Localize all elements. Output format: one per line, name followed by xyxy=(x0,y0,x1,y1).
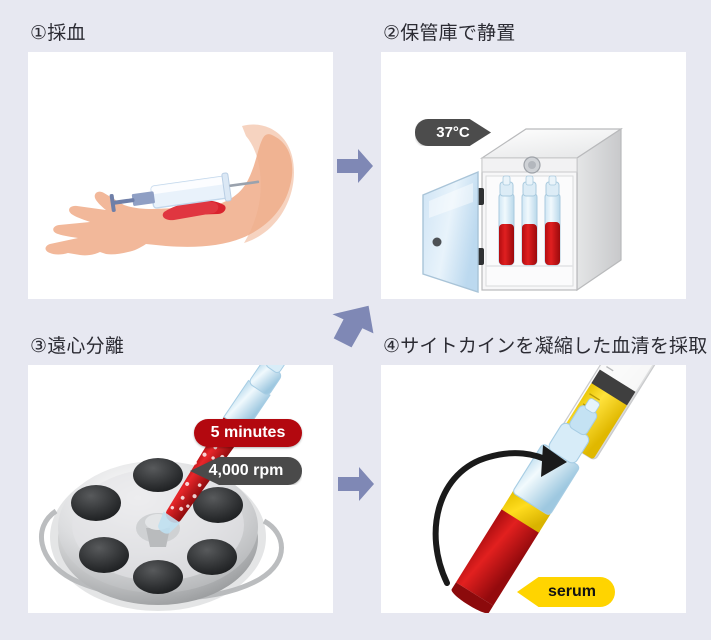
temperature-badge: 37°C xyxy=(415,119,491,146)
panel-3-card: 5 minutes 4,000 rpm xyxy=(28,365,333,613)
arm-with-syringe-blood-draw-illustration xyxy=(45,124,294,256)
serum-transfer-illustration xyxy=(432,365,661,613)
duration-badge-label: 5 minutes xyxy=(210,424,286,441)
speed-badge: 4,000 rpm xyxy=(190,457,302,485)
panel-1-card xyxy=(28,52,333,299)
panel-step-1: ①採血 xyxy=(28,22,333,299)
arrow-right-icon xyxy=(337,149,373,183)
panel-4-card: serum xyxy=(381,365,686,613)
arrow-step1-to-step2 xyxy=(335,146,375,186)
serum-badge-shape xyxy=(517,577,615,607)
panel-step-4: ④サイトカインを凝縮した血清を採取 xyxy=(381,335,708,613)
arrow-right-icon xyxy=(338,467,374,501)
speed-badge-label: 4,000 rpm xyxy=(208,462,284,479)
panel-4-title: ④サイトカインを凝縮した血清を採取 xyxy=(383,336,708,357)
duration-badge: 5 minutes xyxy=(194,419,302,447)
panel-2-title: ②保管庫で静置 xyxy=(383,23,516,44)
panel-step-3: ③遠心分離 xyxy=(28,335,333,613)
centrifuge-illustration xyxy=(39,365,289,611)
panel-1-title: ①採血 xyxy=(30,23,86,44)
arrow-step2-to-step3 xyxy=(328,303,376,351)
incubator-cabinet-illustration xyxy=(422,127,624,293)
serum-badge-label: serum xyxy=(547,583,597,600)
arrow-down-left-icon xyxy=(332,305,374,348)
panel-2-card: 37°C xyxy=(381,52,686,299)
temperature-badge-label: 37°C xyxy=(436,124,470,141)
arrow-step3-to-step4 xyxy=(336,464,376,504)
panel-3-title: ③遠心分離 xyxy=(30,336,125,357)
serum-badge: serum xyxy=(517,577,615,607)
panel-step-2: ②保管庫で静置 xyxy=(381,22,686,299)
